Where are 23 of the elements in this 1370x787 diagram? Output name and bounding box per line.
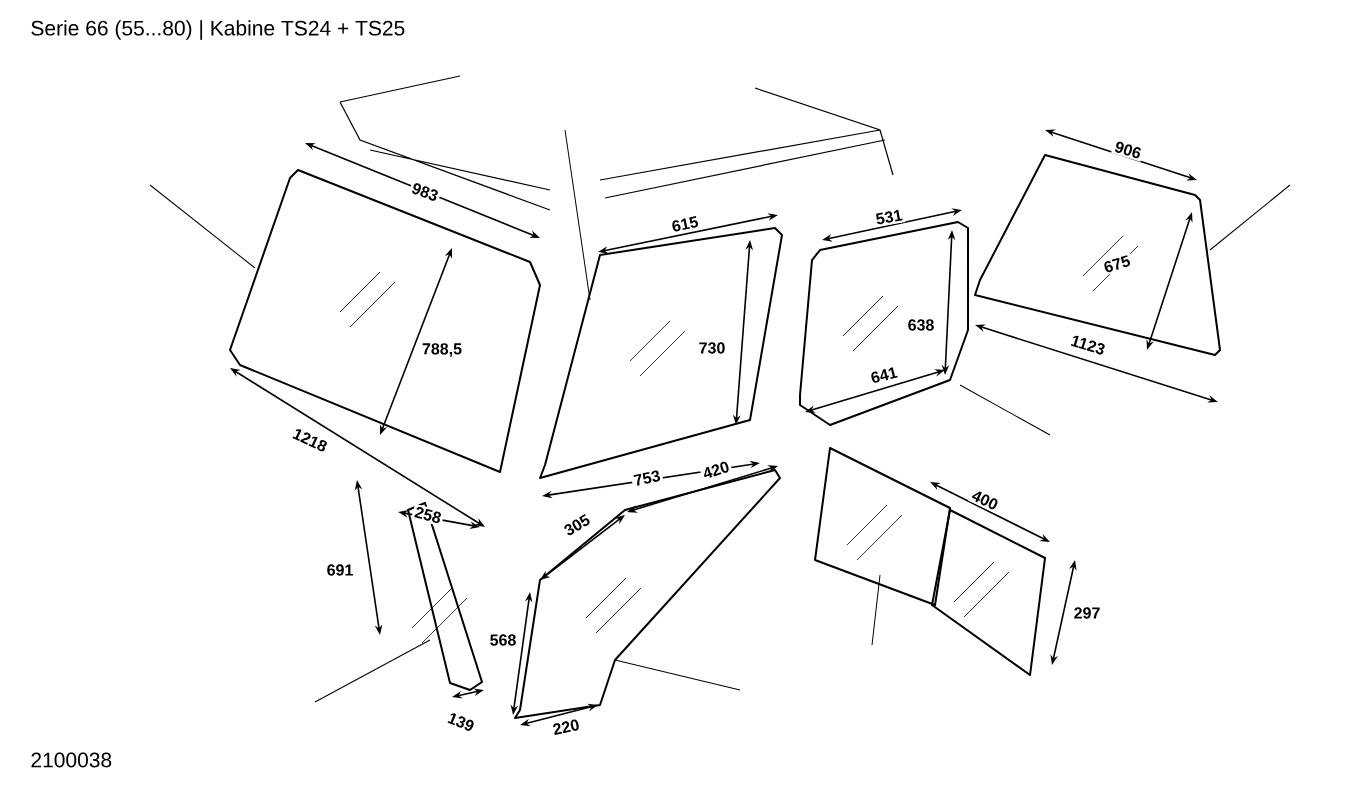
dimension-label: 675	[1100, 252, 1134, 276]
dimension-label: 420	[699, 458, 733, 483]
dimension-label: 1123	[1067, 332, 1109, 358]
dimension-label: 297	[1071, 605, 1103, 621]
part-number: 2100038	[31, 752, 112, 768]
dimension-label: 1218	[288, 424, 332, 456]
dimension-label: 220	[549, 716, 583, 738]
dimension-label: 730	[696, 340, 728, 356]
dimension-label: 305	[559, 510, 595, 540]
dimension-label: 568	[487, 632, 519, 648]
dimension-label: 906	[1111, 138, 1145, 162]
dimension-label: 139	[443, 709, 479, 735]
dimension-label: 641	[867, 363, 901, 387]
dimension-label: 531	[872, 206, 906, 228]
dimension-label: 691	[324, 562, 356, 578]
dimension-label: 753	[630, 467, 664, 489]
title: Serie 66 (55...80) | Kabine TS24 + TS25	[31, 20, 405, 40]
dimension-label: 638	[905, 317, 937, 333]
dimension-label: 258	[411, 503, 445, 527]
dimension-label: 788,5	[420, 341, 464, 359]
dimension-label: 983	[407, 179, 443, 205]
dimension-label: 400	[967, 486, 1003, 514]
dimension-label: 615	[668, 213, 702, 235]
